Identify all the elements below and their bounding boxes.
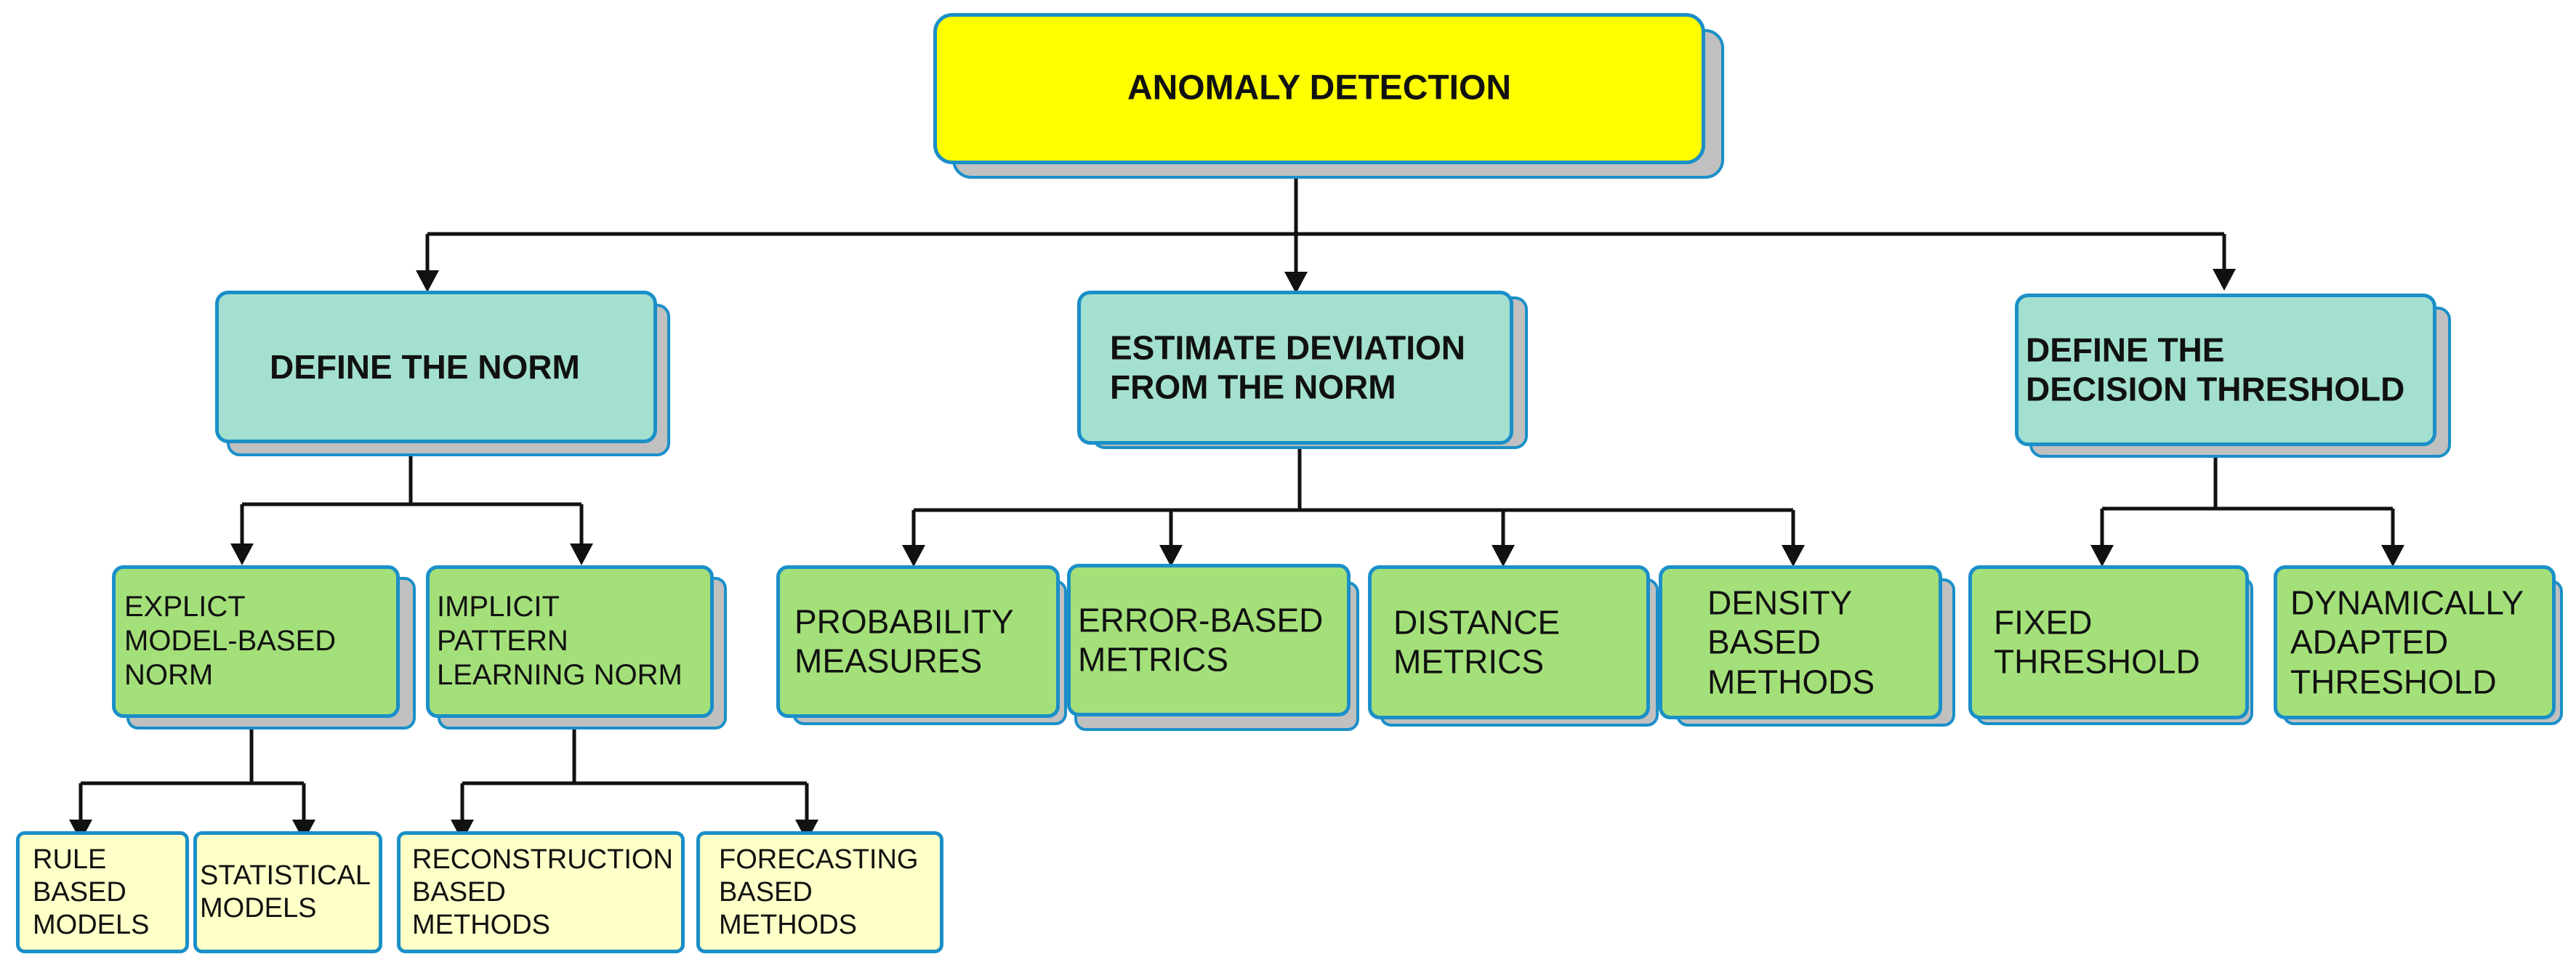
density-methods-box: DENSITY BASED METHODS	[1659, 565, 1942, 719]
label-line: BASED	[412, 876, 506, 908]
label-line: EXPLICT	[124, 591, 246, 623]
label-line: MODELS	[33, 909, 150, 940]
label-line: RECONSTRUCTION	[412, 844, 673, 875]
label-line: NORM	[124, 659, 214, 692]
arrowhead	[230, 543, 254, 565]
dynamic-threshold-box: DYNAMICALLY ADAPTED THRESHOLD	[2274, 565, 2556, 719]
label-line: ESTIMATE DEVIATION	[1110, 328, 1465, 367]
arrowhead	[2381, 545, 2404, 567]
node-label: FORECASTING BASED METHODS	[700, 844, 940, 941]
label-line: DENSITY	[1707, 583, 1853, 622]
label-line: MODEL-BASED	[124, 625, 337, 658]
label-line: FORECASTING	[719, 844, 919, 875]
define-norm-box: DEFINE THE NORM	[215, 291, 657, 443]
label-line: BASED	[1707, 623, 1821, 661]
arrowhead	[795, 820, 818, 841]
rule-models-box: RULE BASED MODELS	[16, 831, 189, 953]
statistical-models-box: STATISTICAL MODELS	[193, 831, 382, 953]
label-line: PROBABILITY	[794, 602, 1014, 641]
arrowhead	[1284, 272, 1308, 294]
arrowhead	[1492, 545, 1515, 567]
node-label: ANOMALY DETECTION	[937, 68, 1702, 110]
label-line: METHODS	[1707, 663, 1875, 701]
node-label: PROBABILITY MEASURES	[780, 602, 1056, 682]
node-label: DEFINE THE DECISION THRESHOLD	[2018, 331, 2433, 410]
arrowhead	[1159, 545, 1183, 567]
arrowhead	[69, 820, 92, 841]
label-line: DEFINE THE NORM	[270, 347, 580, 386]
node-label: DEFINE THE NORM	[219, 347, 653, 387]
label-line: METRICS	[1393, 643, 1544, 681]
anomaly-detection-box: ANOMALY DETECTION	[933, 13, 1705, 164]
label-line: METHODS	[719, 909, 857, 940]
node-label: ESTIMATE DEVIATION FROM THE NORM	[1081, 328, 1510, 408]
arrowhead	[416, 270, 439, 292]
node-label: ERROR-BASED METRICS	[1071, 601, 1347, 680]
arrowhead	[902, 545, 925, 567]
distance-metrics-box: DISTANCE METRICS	[1368, 565, 1650, 719]
node-label: IMPLICIT PATTERN LEARNING NORM	[430, 590, 710, 693]
node-label: STATISTICAL MODELS	[197, 860, 379, 925]
label-line: BASED	[719, 876, 813, 908]
fixed-threshold-box: FIXED THRESHOLD	[1968, 565, 2249, 719]
label-line: DISTANCE	[1393, 603, 1561, 642]
node-label: DISTANCE METRICS	[1372, 603, 1646, 682]
label-line: METHODS	[412, 909, 550, 940]
label-line: FROM THE NORM	[1110, 368, 1396, 406]
node-label: DYNAMICALLY ADAPTED THRESHOLD	[2277, 583, 2552, 702]
probability-measures-box: PROBABILITY MEASURES	[776, 565, 1060, 718]
label-line: MEASURES	[794, 642, 983, 680]
label-line: DEFINE THE	[2026, 331, 2225, 369]
label-line: IMPLICIT	[437, 591, 560, 623]
label-line: ANOMALY DETECTION	[1127, 68, 1512, 108]
label-line: RULE	[33, 844, 107, 875]
explicit-norm-box: EXPLICT MODEL-BASED NORM	[112, 565, 400, 718]
label-line: THRESHOLD	[1994, 643, 2200, 681]
reconstruction-methods-box: RECONSTRUCTION BASED METHODS	[397, 831, 685, 953]
label-line: FIXED	[1994, 603, 2093, 642]
label-line: BASED	[33, 876, 126, 908]
implicit-norm-box: IMPLICIT PATTERN LEARNING NORM	[426, 565, 714, 718]
error-metrics-box: ERROR-BASED METRICS	[1067, 564, 1351, 716]
arrowhead	[2213, 269, 2236, 291]
arrowhead	[2090, 545, 2114, 567]
label-line: STATISTICAL	[200, 860, 371, 892]
arrowhead	[292, 820, 315, 841]
estimate-deviation-box: ESTIMATE DEVIATION FROM THE NORM	[1077, 291, 1513, 445]
label-line: ERROR-BASED	[1078, 601, 1324, 639]
arrowhead	[1782, 545, 1805, 567]
label-line: DYNAMICALLY	[2290, 583, 2524, 622]
arrowhead	[570, 543, 593, 565]
label-line: THRESHOLD	[2290, 663, 2497, 701]
node-label: RULE BASED MODELS	[20, 844, 185, 941]
node-label: DENSITY BASED METHODS	[1662, 583, 1939, 702]
label-line: PATTERN	[437, 625, 568, 658]
node-label: FIXED THRESHOLD	[1972, 603, 2245, 682]
label-line: MODELS	[200, 893, 317, 923]
arrowhead	[451, 820, 474, 841]
label-line: ADAPTED	[2290, 623, 2449, 661]
label-line: DECISION THRESHOLD	[2026, 371, 2405, 408]
label-line: LEARNING NORM	[437, 659, 683, 692]
label-line: METRICS	[1078, 641, 1228, 679]
forecasting-methods-box: FORECASTING BASED METHODS	[696, 831, 943, 953]
node-label: EXPLICT MODEL-BASED NORM	[116, 590, 396, 693]
node-label: RECONSTRUCTION BASED METHODS	[401, 844, 681, 941]
decision-threshold-box: DEFINE THE DECISION THRESHOLD	[2015, 294, 2436, 446]
